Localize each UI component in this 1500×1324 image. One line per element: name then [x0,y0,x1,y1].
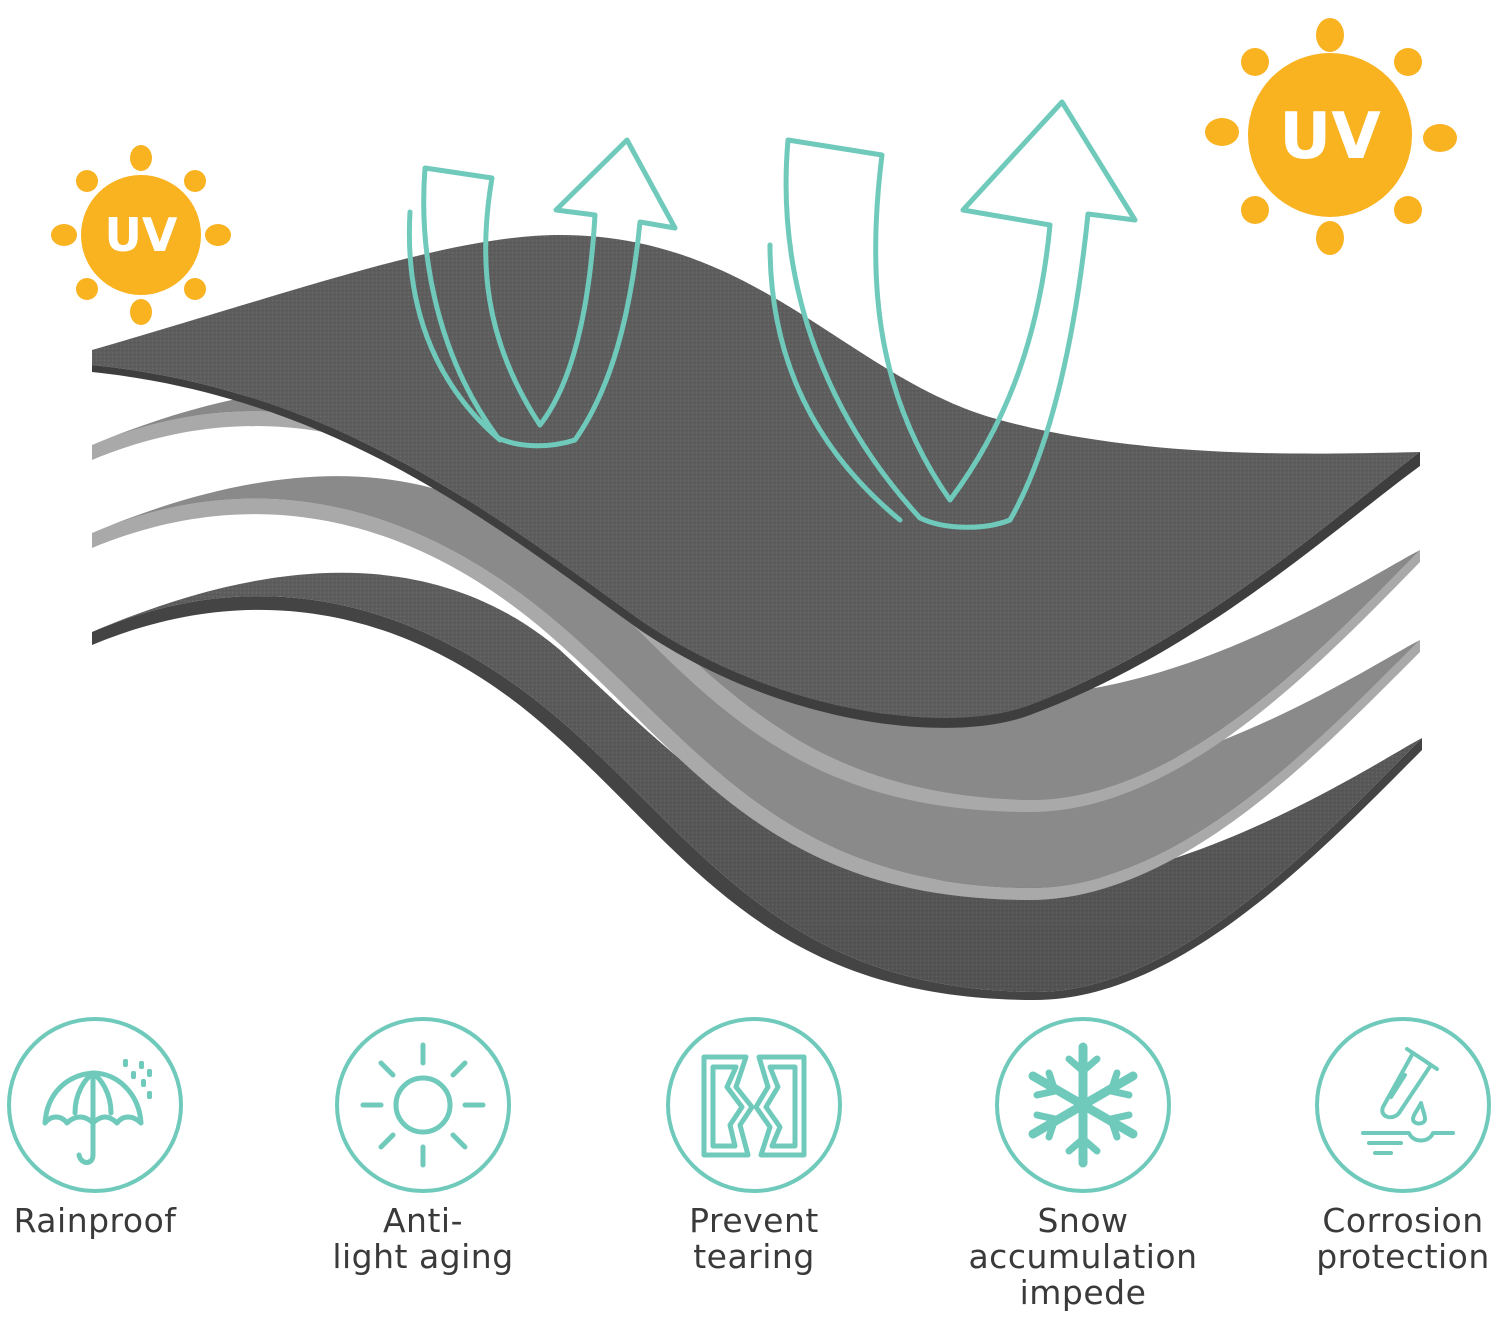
feature-anti-light-aging: Anti- light aging [273,1015,573,1315]
umbrella-rain-icon [7,1017,183,1193]
fabric-layers-illustration: UV UV [51,18,1457,1000]
fabric-layer-2 [92,387,1420,812]
snowflake-icon [995,1017,1171,1193]
feature-corrosion-protection: Corrosion protection [1253,1015,1500,1315]
sun-icon: UV [1205,18,1457,255]
feature-label: Anti- light aging [332,1201,514,1276]
feature-label: Corrosion protection [1316,1201,1490,1276]
uv-label: UV [1279,100,1381,174]
breathable-arrow-icon [406,99,1138,530]
feature-snow-accumulation-impede: Snow accumulation impede [933,1015,1233,1315]
feature-label: Rainproof [13,1201,177,1240]
torn-sheet-icon [666,1017,842,1193]
feature-label: Snow accumulation impede [968,1201,1198,1312]
sun-outline-icon [335,1017,511,1193]
uv-label: UV [105,208,178,262]
feature-label: Prevent tearing [689,1201,819,1276]
feature-rainproof: Rainproof [0,1015,245,1315]
feature-prevent-tearing: Prevent tearing [604,1015,904,1315]
fabric-layer-1 [92,235,1420,728]
sun-icon: UV [51,145,231,325]
test-tube-drop-icon [1315,1017,1491,1193]
